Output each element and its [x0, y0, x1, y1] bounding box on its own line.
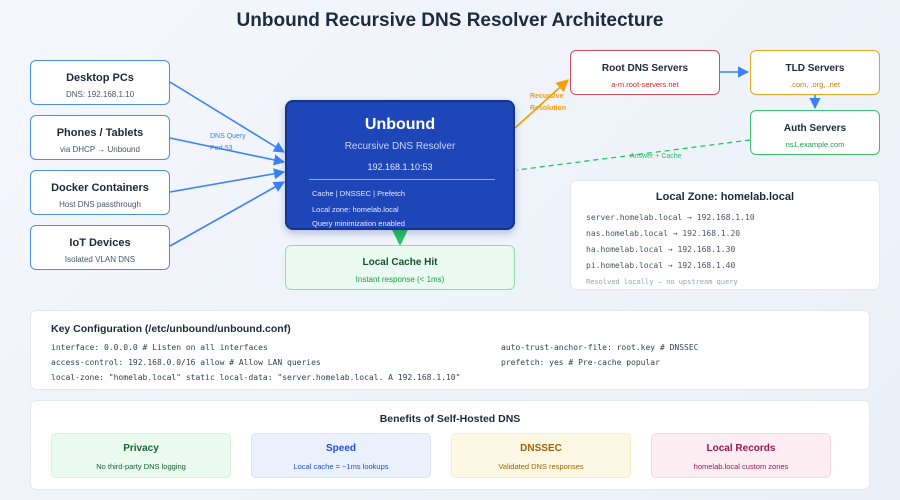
local-cache-hit-node[interactable]: Local Cache Hit Instant response (< 1ms) — [285, 245, 515, 290]
arrow-phones-to-unbound — [169, 137, 286, 166]
unbound-divider — [309, 179, 495, 180]
local-zone-title: Local Zone: homelab.local — [655, 191, 795, 203]
unbound-subtitle: Recursive DNS Resolver — [344, 141, 456, 152]
client-docker-containers[interactable]: Docker Containers Host DNS passthrough — [30, 170, 170, 215]
benefit-local-records-card: Local Records homelab.local custom zones — [651, 433, 831, 478]
tld-servers-node[interactable]: TLD Servers .com, .org, .net — [750, 50, 880, 95]
dns-query-port-label: Port 53 — [210, 145, 233, 152]
config-line: prefetch: yes # Pre-cache popular — [501, 358, 660, 367]
benefit-detail: homelab.local custom zones — [693, 462, 789, 471]
config-line: access-control: 192.168.0.0/16 allow # A… — [51, 358, 321, 367]
tld-servers-title: TLD Servers — [785, 63, 845, 74]
client-desktop-pcs[interactable]: Desktop PCs DNS: 192.168.1.10 — [30, 60, 170, 105]
benefit-dnssec-card: DNSSEC Validated DNS responses — [451, 433, 631, 478]
benefit-detail: Local cache = ~1ms lookups — [293, 462, 389, 471]
resolution-label: Resolution — [530, 105, 567, 112]
client-iot-devices[interactable]: IoT Devices Isolated VLAN DNS — [30, 225, 170, 270]
zone-note: Resolved locally — no upstream query — [586, 278, 738, 286]
key-configuration-panel: Key Configuration (/etc/unbound/unbound.… — [30, 310, 870, 390]
auth-servers-title: Auth Servers — [783, 123, 847, 134]
unbound-resolver-node[interactable]: Unbound Recursive DNS Resolver 192.168.1… — [285, 100, 515, 230]
page-title: Unbound Recursive DNS Resolver Architect… — [236, 10, 664, 31]
arrow-auth-to-unbound — [516, 139, 751, 171]
client-name: Phones / Tablets — [56, 127, 144, 139]
root-servers-title: Root DNS Servers — [601, 63, 689, 74]
zone-record: pi.homelab.local → 192.168.1.40 — [586, 261, 736, 270]
config-line: auto-trust-anchor-file: root.key # DNSSE… — [501, 343, 699, 352]
cache-detail: Instant response (< 1ms) — [355, 275, 445, 284]
client-detail: via DHCP → Unbound — [60, 145, 140, 154]
tld-servers-detail: .com, .org, .net — [789, 80, 841, 89]
root-servers-detail: a-m.root-servers.net — [611, 80, 679, 89]
benefit-privacy-card: Privacy No third-party DNS logging — [51, 433, 231, 478]
client-detail: Host DNS passthrough — [59, 200, 141, 209]
unbound-feature: Local zone: homelab.local — [312, 205, 399, 214]
answer-cache-label: Answer + Cache — [630, 153, 682, 160]
auth-servers-node[interactable]: Auth Servers ns1.example.com — [750, 110, 880, 155]
dns-query-label: DNS Query — [210, 133, 246, 140]
client-detail: Isolated VLAN DNS — [64, 255, 136, 264]
client-phones-tablets[interactable]: Phones / Tablets via DHCP → Unbound — [30, 115, 170, 160]
arrow-unbound-to-root — [514, 79, 569, 129]
arrow-iot-to-unbound — [169, 181, 285, 247]
unbound-title: Unbound — [364, 116, 436, 133]
benefit-name: Local Records — [706, 443, 776, 454]
arrow-desktop-to-unbound — [169, 81, 285, 153]
arrow-docker-to-unbound — [169, 168, 286, 193]
root-dns-servers-node[interactable]: Root DNS Servers a-m.root-servers.net — [570, 50, 720, 95]
client-name: Desktop PCs — [66, 72, 134, 84]
benefit-detail: Validated DNS responses — [498, 462, 584, 471]
config-line: interface: 0.0.0.0 # Listen on all inter… — [51, 343, 268, 352]
recursive-label: Recursive — [530, 93, 564, 100]
unbound-ip: 192.168.1.10:53 — [367, 162, 433, 172]
unbound-feature: Cache | DNSSEC | Prefetch — [312, 189, 406, 198]
local-zone-panel: Local Zone: homelab.local server.homelab… — [570, 180, 880, 290]
unbound-feature: Query minimization enabled — [312, 219, 405, 228]
client-detail: DNS: 192.168.1.10 — [65, 90, 135, 99]
benefit-speed-card: Speed Local cache = ~1ms lookups — [251, 433, 431, 478]
config-title: Key Configuration (/etc/unbound/unbound.… — [51, 323, 291, 335]
config-line: local-zone: "homelab.local" static local… — [51, 373, 461, 382]
benefits-title: Benefits of Self-Hosted DNS — [379, 413, 521, 425]
auth-servers-detail: ns1.example.com — [785, 140, 845, 149]
zone-record: server.homelab.local → 192.168.1.10 — [586, 213, 755, 222]
benefit-name: DNSSEC — [520, 443, 562, 454]
client-name: IoT Devices — [69, 237, 131, 249]
benefit-name: Speed — [325, 443, 356, 454]
zone-record: ha.homelab.local → 192.168.1.30 — [586, 245, 736, 254]
benefits-panel: Benefits of Self-Hosted DNS Privacy No t… — [30, 400, 870, 490]
zone-record: nas.homelab.local → 192.168.1.20 — [586, 229, 741, 238]
benefit-name: Privacy — [123, 443, 159, 454]
client-name: Docker Containers — [51, 182, 149, 194]
benefit-detail: No third-party DNS logging — [96, 462, 186, 471]
cache-title: Local Cache Hit — [362, 257, 438, 268]
